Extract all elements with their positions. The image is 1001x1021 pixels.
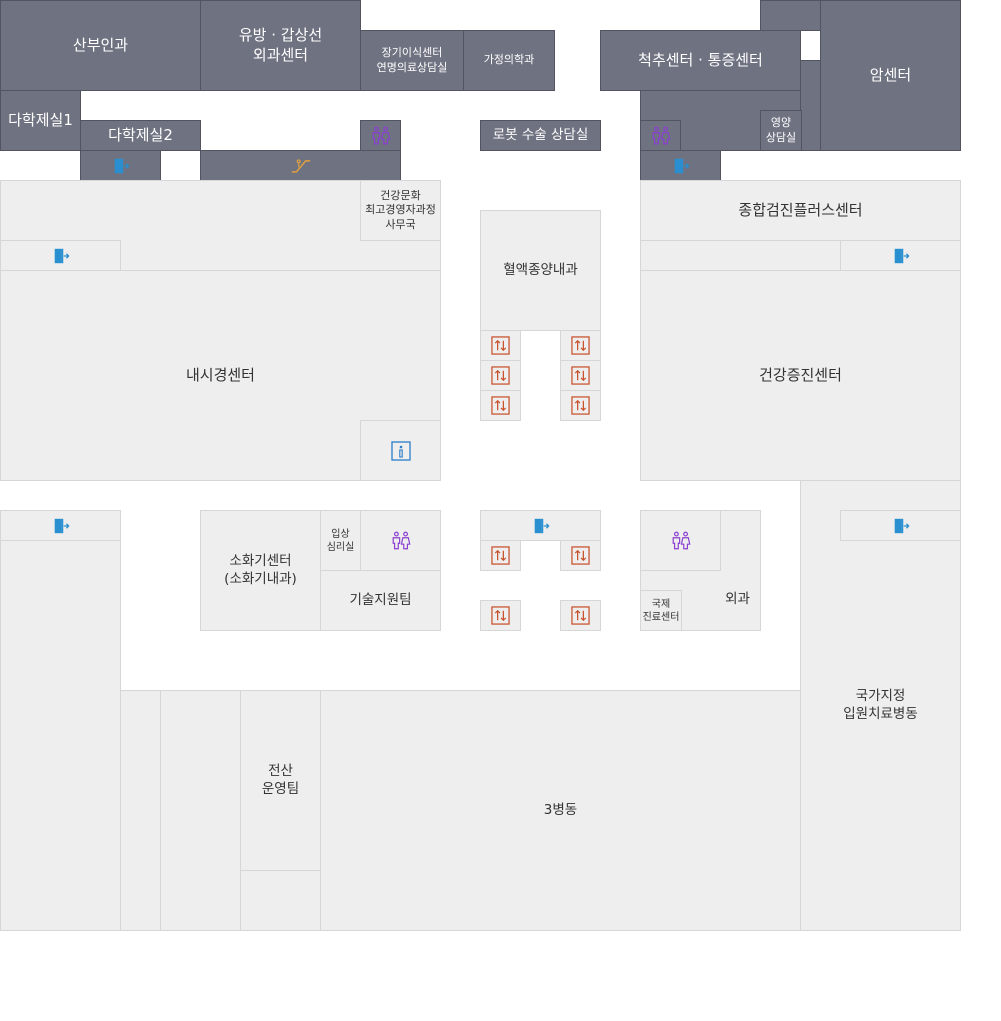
elevator-icon bbox=[571, 336, 590, 355]
room-organ-transplant[interactable]: 장기이식센터 연명의료상담실 bbox=[360, 30, 464, 91]
room-dark-annex bbox=[760, 0, 821, 31]
information-desk[interactable] bbox=[360, 420, 441, 481]
room-label: 전산 운영팀 bbox=[261, 762, 300, 797]
exit-door-icon bbox=[112, 157, 130, 175]
elevator-icon bbox=[571, 366, 590, 385]
room-label: 건강문화 최고경영자과정 사무국 bbox=[365, 189, 436, 231]
exit-east-top[interactable] bbox=[640, 150, 721, 181]
restroom-icon bbox=[390, 531, 412, 550]
restroom-icon bbox=[670, 531, 692, 550]
room-label: 다학제실2 bbox=[108, 125, 173, 144]
room-west-wing-strip bbox=[120, 690, 161, 931]
exit-door-icon bbox=[52, 247, 70, 265]
elevator-icon bbox=[491, 606, 510, 625]
room-label: 내시경센터 bbox=[185, 365, 255, 384]
room-label: 3병동 bbox=[543, 801, 578, 818]
room-digestive-center[interactable]: 소화기센터 (소화기내과) bbox=[200, 510, 321, 631]
exit-west-top[interactable] bbox=[80, 150, 161, 181]
restroom-southeast[interactable] bbox=[640, 510, 721, 571]
restroom-south[interactable] bbox=[360, 510, 441, 571]
exit-door-icon bbox=[892, 247, 910, 265]
elevator-icon bbox=[571, 396, 590, 415]
room-label: 종합검진플러스센터 bbox=[738, 200, 863, 219]
room-family-medicine[interactable]: 가정의학과 bbox=[463, 30, 555, 91]
exit-door-icon bbox=[672, 157, 690, 175]
room-label: 암센터 bbox=[869, 65, 912, 84]
elevator-icon bbox=[491, 336, 510, 355]
room-tech-support[interactable]: 기술지원팀 bbox=[320, 570, 441, 631]
exit-east-2[interactable] bbox=[840, 510, 961, 541]
room-international-clinic[interactable]: 국제 진료센터 bbox=[640, 590, 682, 631]
room-ward-3[interactable]: 3병동 bbox=[320, 690, 801, 931]
room-label: 로봇 수술 상담실 bbox=[492, 126, 589, 143]
room-label: 영양 상담실 bbox=[765, 116, 797, 144]
room-label: 건강증진센터 bbox=[759, 365, 842, 384]
restroom-icon bbox=[370, 126, 392, 145]
room-national-isolation-ward[interactable]: 국가지정 입원치료병동 bbox=[800, 480, 961, 931]
escalator-area[interactable] bbox=[200, 150, 401, 181]
room-west-wing bbox=[0, 540, 121, 931]
restroom-north[interactable] bbox=[360, 120, 401, 151]
room-label: 외과 bbox=[725, 590, 750, 607]
room-label: 장기이식센터 연명의료상담실 bbox=[376, 46, 448, 74]
room-it-operations[interactable]: 전산 운영팀 bbox=[240, 690, 321, 871]
exit-door-icon bbox=[532, 517, 550, 535]
information-icon bbox=[391, 440, 411, 462]
room-health-culture-office[interactable]: 건강문화 최고경영자과정 사무국 bbox=[360, 180, 441, 241]
room-nutrition-counseling[interactable]: 영양 상담실 bbox=[760, 110, 802, 151]
elevator-7[interactable] bbox=[480, 540, 521, 571]
room-label: 국제 진료센터 bbox=[642, 598, 680, 623]
elevator-2[interactable] bbox=[480, 360, 521, 391]
elevator-icon bbox=[571, 606, 590, 625]
restroom-east[interactable] bbox=[640, 120, 681, 151]
elevator-3[interactable] bbox=[480, 390, 521, 421]
room-label: 가정의학과 bbox=[483, 53, 535, 67]
elevator-6[interactable] bbox=[560, 390, 601, 421]
room-dark-corridor-block bbox=[800, 60, 821, 151]
room-label: 소화기센터 (소화기내과) bbox=[224, 552, 297, 587]
room-clinical-psychology[interactable]: 입상 심리실 bbox=[320, 510, 361, 571]
elevator-5[interactable] bbox=[560, 360, 601, 391]
room-hemato-oncology[interactable]: 혈액종양내과 bbox=[480, 210, 601, 331]
elevator-icon bbox=[491, 366, 510, 385]
room-comprehensive-checkup[interactable]: 종합검진플러스센터 bbox=[640, 180, 961, 241]
elevator-icon bbox=[491, 396, 510, 415]
elevator-icon bbox=[571, 546, 590, 565]
room-multidisciplinary-2[interactable]: 다학제실2 bbox=[80, 120, 201, 151]
room-label: 국가지정 입원치료병동 bbox=[843, 687, 918, 722]
room-label: 기술지원팀 bbox=[349, 591, 412, 608]
escalator-icon bbox=[290, 156, 312, 175]
room-label: 입상 심리실 bbox=[326, 528, 355, 553]
room-obgyn[interactable]: 산부인과 bbox=[0, 0, 201, 91]
elevator-1[interactable] bbox=[480, 330, 521, 361]
elevator-10[interactable] bbox=[560, 600, 601, 631]
room-lower-west bbox=[160, 690, 241, 931]
exit-east-1[interactable] bbox=[840, 240, 961, 271]
room-it-lower bbox=[240, 870, 321, 931]
elevator-icon bbox=[491, 546, 510, 565]
exit-west-1[interactable] bbox=[0, 240, 121, 271]
room-label: 유방 · 갑상선 외과센터 bbox=[238, 26, 323, 64]
room-breast-thyroid-surgery[interactable]: 유방 · 갑상선 외과센터 bbox=[200, 0, 361, 91]
restroom-icon bbox=[650, 126, 672, 145]
room-cancer-center[interactable]: 암센터 bbox=[820, 0, 961, 151]
room-multidisciplinary-1[interactable]: 다학제실1 bbox=[0, 90, 81, 151]
room-checkup-strip bbox=[640, 240, 841, 271]
room-robot-surgery-counseling[interactable]: 로봇 수술 상담실 bbox=[480, 120, 601, 151]
exit-west-2[interactable] bbox=[0, 510, 121, 541]
room-health-promotion-center[interactable]: 건강증진센터 bbox=[640, 270, 961, 481]
elevator-8[interactable] bbox=[560, 540, 601, 571]
elevator-9[interactable] bbox=[480, 600, 521, 631]
room-label: 산부인과 bbox=[72, 35, 129, 54]
elevator-4[interactable] bbox=[560, 330, 601, 361]
exit-door-icon bbox=[52, 517, 70, 535]
exit-center[interactable] bbox=[480, 510, 601, 541]
room-spine-pain-center[interactable]: 척추센터 · 통증센터 bbox=[600, 30, 801, 91]
room-label: 척추센터 · 통증센터 bbox=[638, 50, 763, 69]
room-label: 혈액종양내과 bbox=[503, 261, 578, 278]
room-label: 다학제실1 bbox=[8, 110, 73, 129]
exit-door-icon bbox=[892, 517, 910, 535]
